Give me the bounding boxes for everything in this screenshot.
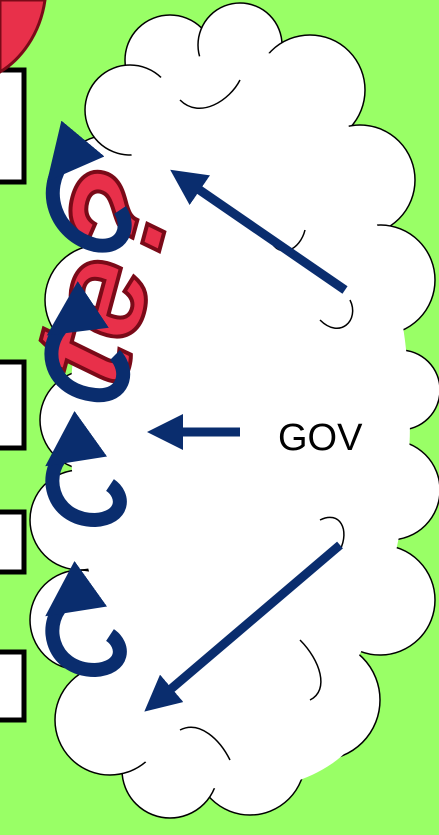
left-box-1 xyxy=(0,70,24,182)
left-boxes xyxy=(0,70,24,720)
left-box-2 xyxy=(0,362,24,448)
gov-label: GOV xyxy=(278,417,363,459)
left-box-3 xyxy=(0,512,24,572)
left-box-4 xyxy=(0,652,24,720)
wordart-top-fragment xyxy=(0,0,45,72)
